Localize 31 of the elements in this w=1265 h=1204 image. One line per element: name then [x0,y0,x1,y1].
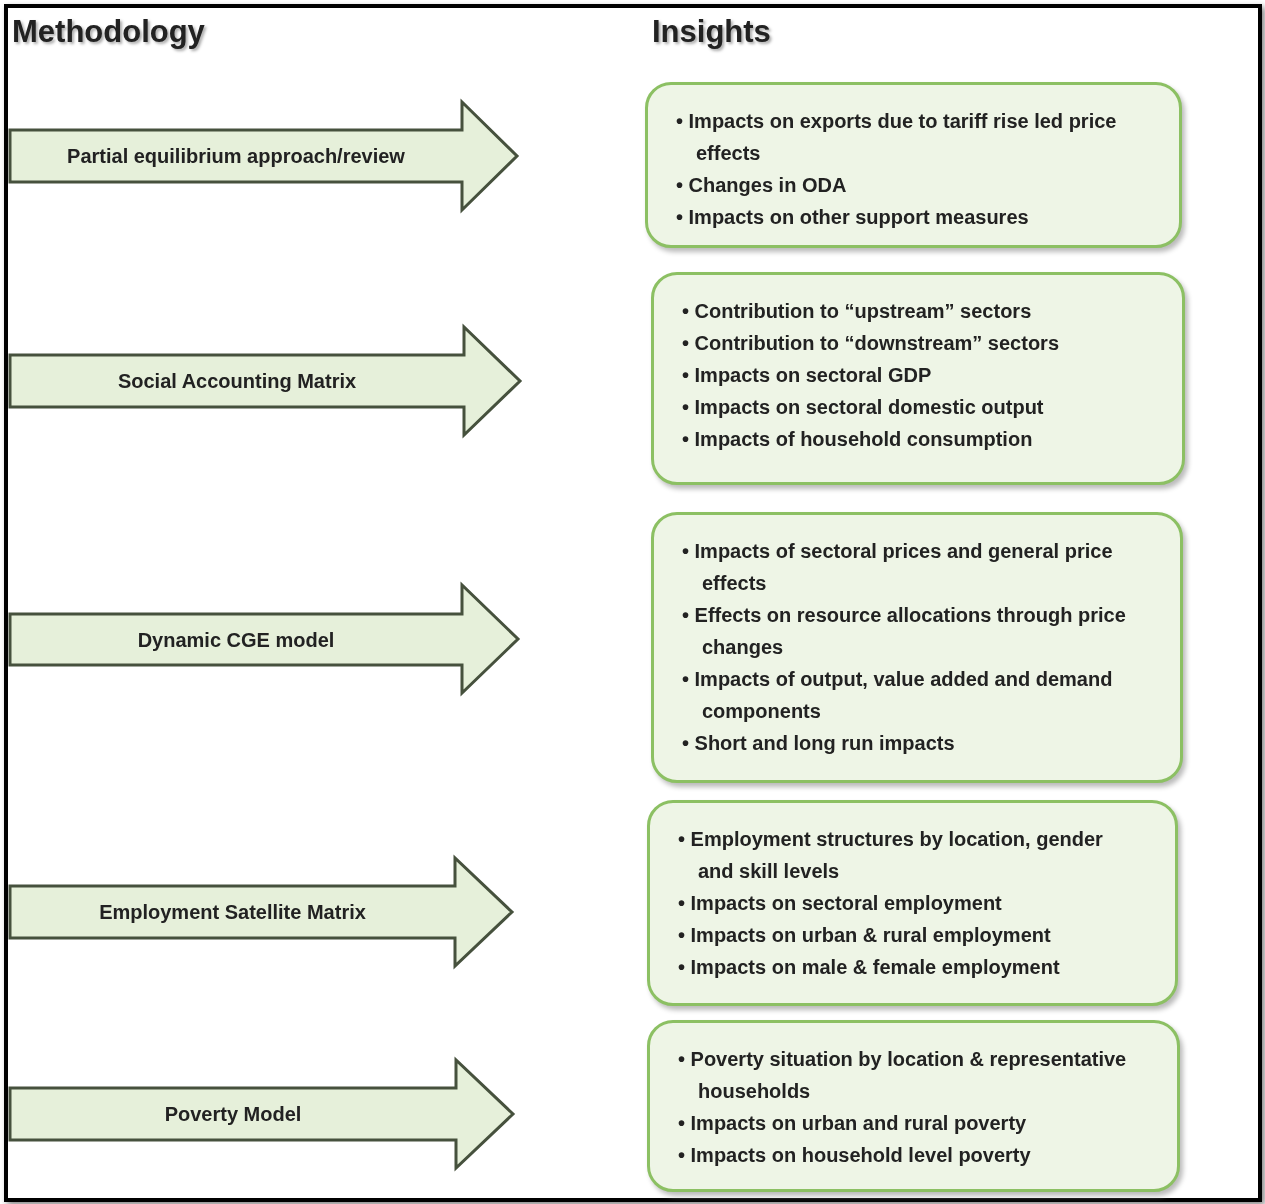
bullet-item: • Employment structures by location, gender and skill levels [678,827,1104,884]
bullet-item: • Impacts on urban & rural employment [678,923,1052,948]
insight-box [647,1020,1180,1192]
bullet-item: • Impacts of output, value added and demand components [682,667,1114,724]
method-label: Poverty Model [163,1102,303,1126]
insight-box [651,512,1183,783]
insight-box [645,82,1182,248]
insight-box [651,272,1185,485]
bullet-item: • Impacts on male & female employment [678,955,1061,980]
bullet-item: • Effects on resource allocations through price changes [682,603,1127,660]
bullet-item: • Impacts on exports due to tariff rise led price effects [676,109,1118,166]
bullet-item: • Impacts on sectoral domestic output [682,395,1045,420]
bullet-item: • Impacts on sectoral GDP [682,363,933,388]
bullet-item: • Contribution to “upstream” sectors [682,299,1033,324]
method-label: Employment Satellite Matrix [98,900,367,924]
method-label: Partial equilibrium approach/review [66,144,406,168]
bullet-item: • Changes in ODA [676,173,848,198]
bullet-item: • Poverty situation by location & representative households [678,1047,1127,1104]
column-heading: Methodology [12,14,205,50]
bullet-item: • Impacts on urban and rural poverty [678,1111,1028,1136]
bullet-item: • Short and long run impacts [682,731,956,756]
method-label: Dynamic CGE model [136,627,336,652]
bullet-item: • Impacts of household consumption [682,427,1034,452]
bullet-item: • Contribution to “downstream” sectors [682,331,1061,356]
bullet-item: • Impacts on other support measures [676,205,1030,230]
bullet-item: • Impacts on household level poverty [678,1143,1032,1168]
bullet-item: • Impacts on sectoral employment [678,891,1003,916]
method-label: Social Accounting Matrix [116,369,358,393]
column-heading: Insights [652,14,771,50]
bullet-item: • Impacts of sectoral prices and general price effects [682,539,1114,596]
insight-box [647,800,1178,1006]
